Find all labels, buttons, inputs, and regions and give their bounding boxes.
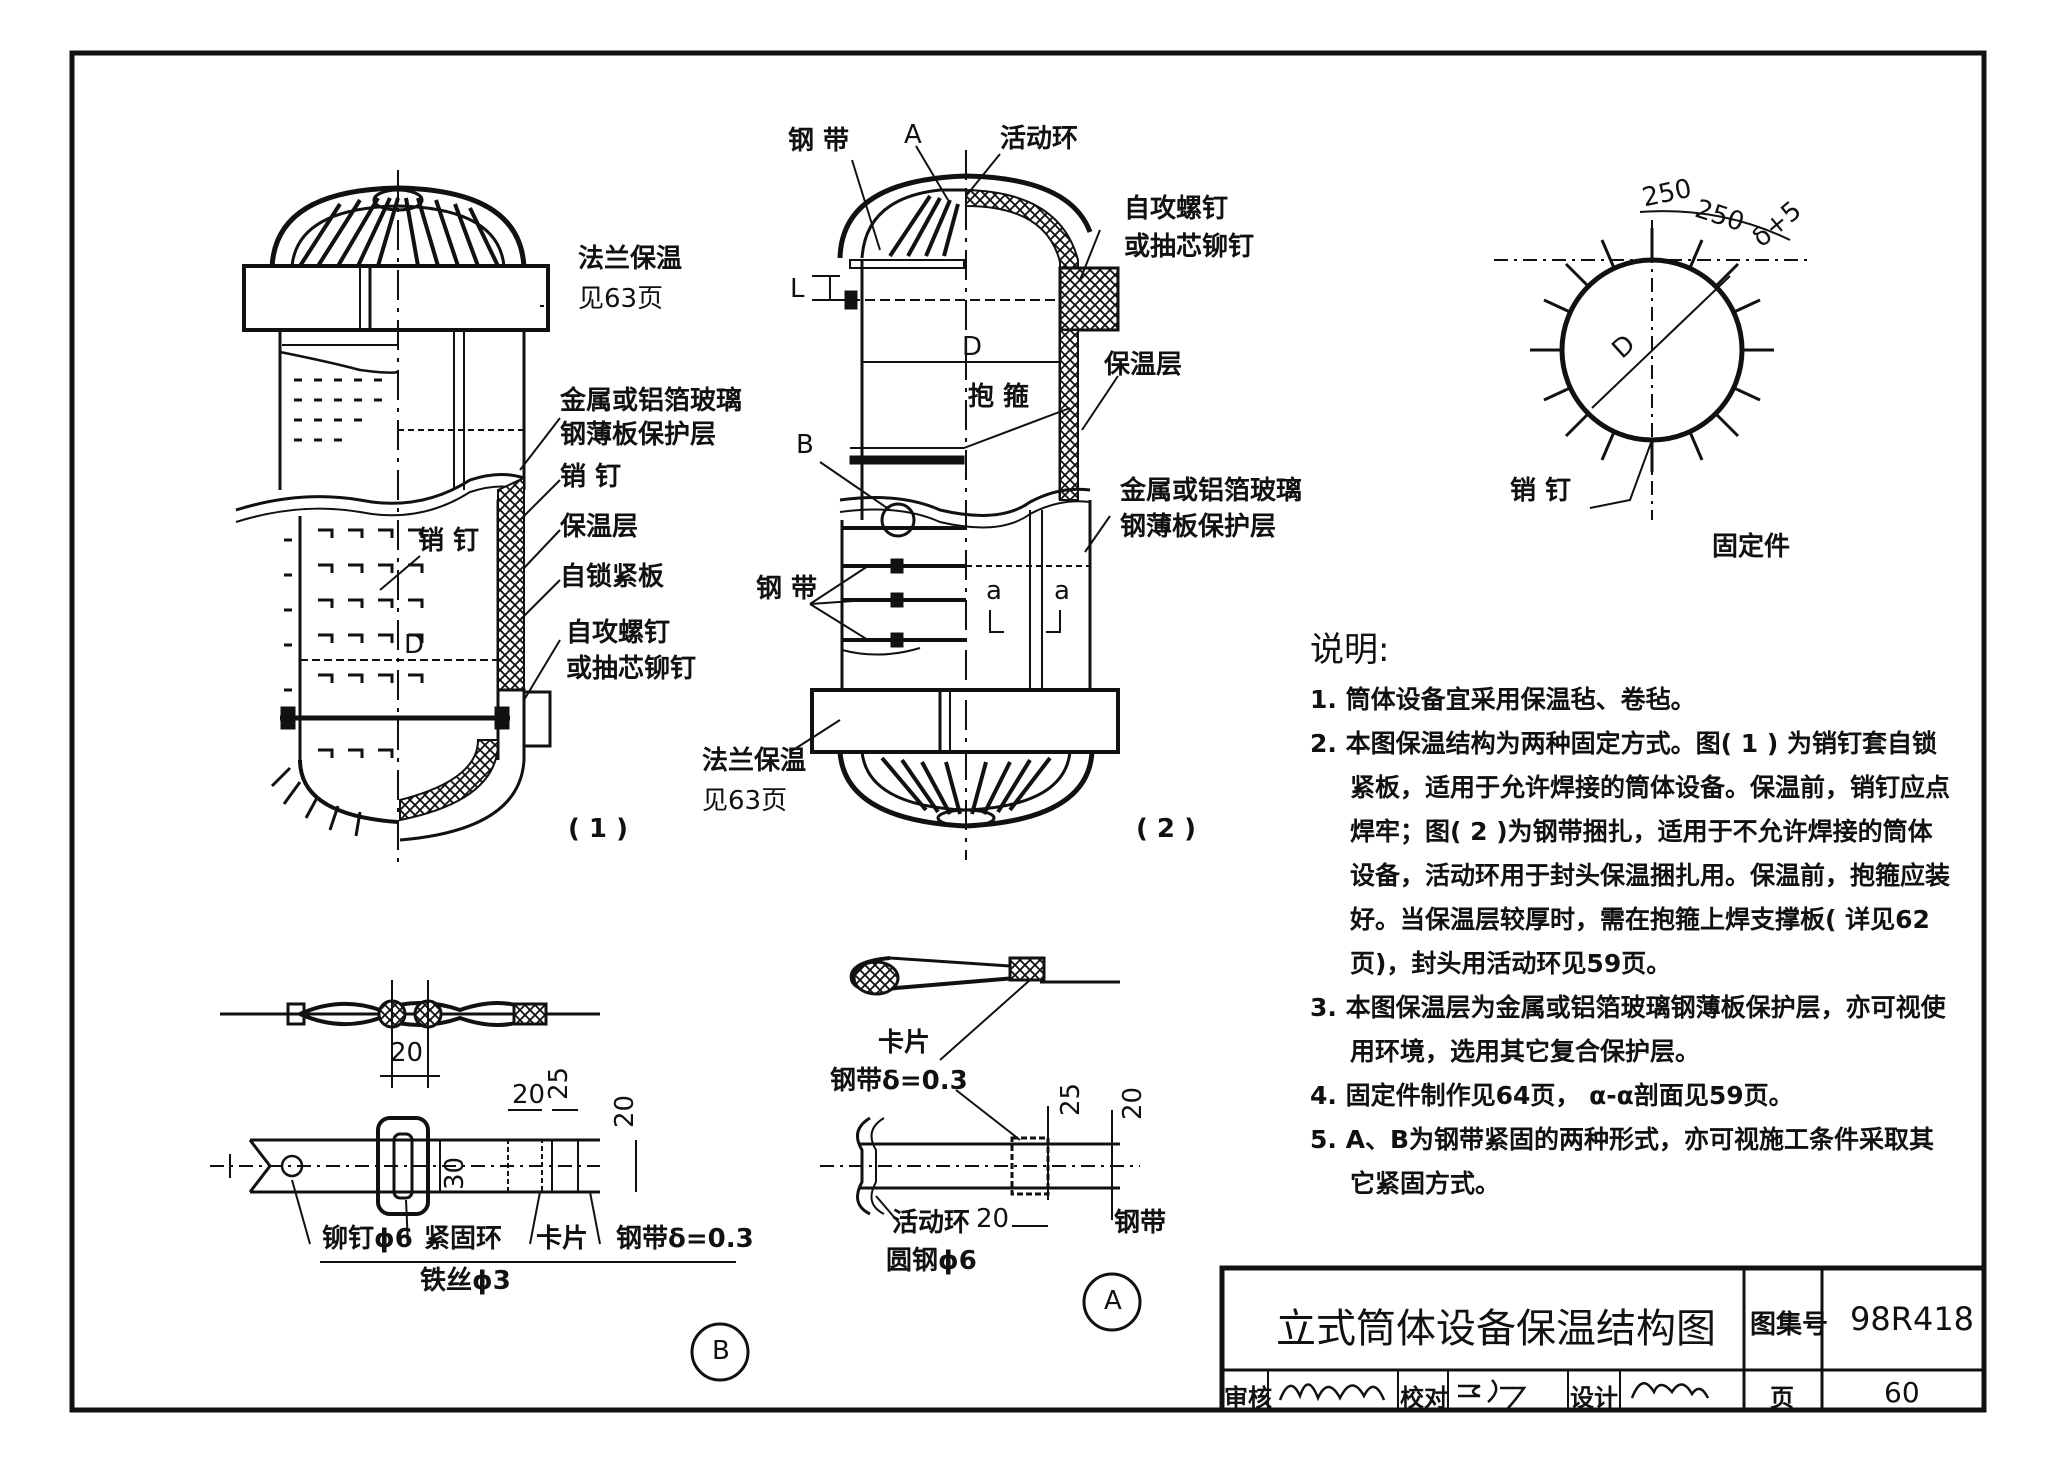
fig2-point-b: B (796, 430, 814, 460)
fig2-movable-ring: 活动环 (1000, 124, 1079, 154)
atlas-number: 98R418 (1850, 1300, 1975, 1338)
fig2-insulation-label: 保温层 (1104, 350, 1183, 380)
detail-a-round-steel: 圆钢ϕ6 (886, 1246, 977, 1276)
note-item: 3. 本图保温层为金属或铝箔玻璃钢薄板保护层，亦可视使用环境，选用其它复合保护层… (1310, 993, 1946, 1066)
fig2-dim-l: L (790, 274, 805, 304)
fig1-flange-label: 法兰保温 (578, 244, 683, 274)
detail-a-clip: 卡片 (878, 1028, 931, 1058)
title-block (1219, 1265, 1987, 1413)
fig2-point-a: A (904, 120, 922, 150)
fixture-ring (1494, 210, 1812, 520)
note-item: 2. 本图保温结构为两种固定方式。图( 1 ) 为销钉套自锁紧板，适用于允许焊接… (1310, 729, 1951, 978)
fig2-steel-band-top: 钢 带 (788, 126, 850, 156)
design-label: 设计 (1570, 1384, 1618, 1412)
detail-a-dim-20: 20 (976, 1204, 1010, 1234)
fig1-pin-label: 销 钉 (560, 462, 622, 492)
notes-heading: 说明: (1310, 630, 1390, 670)
fixture-pin-label: 销 钉 (1510, 476, 1572, 506)
fig1-sheath-label-2: 钢薄板保护层 (560, 420, 717, 450)
detail-b-dim-20-right: 20 (610, 1094, 640, 1128)
drawing-title: 立式筒体设备保温结构图 (1276, 1306, 1716, 1352)
detail-b-dim-25: 25 (544, 1066, 574, 1100)
fig1-screw-label-2: 或抽芯铆钉 (566, 654, 697, 684)
fig1-caption: ( 1 ) (568, 814, 628, 844)
fig2-caption: ( 2 ) (1136, 814, 1196, 844)
detail-a-band: 钢带δ=0.3 (830, 1066, 968, 1096)
fig2-steel-band-mid: 钢 带 (756, 574, 818, 604)
detail-b-marker: B (712, 1336, 730, 1366)
fig1-dim-d: D (404, 630, 425, 660)
detail-a-movable-ring: 活动环 (892, 1208, 971, 1238)
fig2-section-a2: a (1054, 576, 1070, 606)
detail-a-dim-25: 25 (1056, 1082, 1086, 1116)
note-item: 1. 筒体设备宜采用保温毡、卷毡。 (1310, 685, 1696, 714)
fig1-flange-ref: 见63页 (578, 284, 664, 314)
fig1-inner-pin-label: 销 钉 (418, 526, 480, 556)
fixture-caption: 固定件 (1712, 532, 1791, 562)
fig1-screw-label-1: 自攻螺钉 (566, 618, 671, 648)
detail-a (820, 956, 1142, 1332)
page-number: 60 (1884, 1376, 1920, 1409)
note-item: 5. A、B为钢带紧固的两种形式，亦可视施工条件采取其它紧固方式。 (1310, 1125, 1935, 1198)
checker-signature (1458, 1379, 1527, 1409)
fig1-insulation-label: 保温层 (560, 512, 639, 542)
detail-b-rivet: 铆钉ϕ6 (322, 1224, 413, 1254)
detail-b-tight-ring: 紧固环 (424, 1224, 503, 1254)
figure-1-pin-fixing (235, 170, 561, 865)
detail-b-clip: 卡片 (536, 1224, 589, 1254)
fig2-screw-label-2: 或抽芯铆钉 (1124, 232, 1255, 262)
notes-block: 说明: 1. 筒体设备宜采用保温毡、卷毡。 2. 本图保温结构为两种固定方式。图… (1310, 628, 1950, 1206)
detail-a-steel-band: 钢带 (1114, 1208, 1167, 1238)
note-item: 4. 固定件制作见64页， α-α剖面见59页。 (1310, 1081, 1794, 1110)
fig1-lock-plate-label: 自锁紧板 (560, 562, 665, 592)
review-label: 审核 (1224, 1384, 1272, 1412)
detail-a-marker: A (1104, 1286, 1122, 1316)
fig2-flange-ref: 见63页 (702, 786, 788, 816)
fig2-sheath-label-1: 金属或铝箔玻璃 (1120, 476, 1303, 506)
fig2-sheath-label-2: 钢薄板保护层 (1120, 512, 1277, 542)
reviewer-signature (1278, 1383, 1386, 1402)
detail-b-dim-30: 30 (440, 1156, 470, 1190)
detail-b (210, 980, 750, 1382)
fig2-screw-label-1: 自攻螺钉 (1124, 194, 1229, 224)
detail-b-dim-20: 20 (512, 1080, 546, 1110)
detail-b-dim-20-top: 20 (390, 1038, 424, 1068)
fig2-dim-d: D (962, 332, 983, 362)
page-label: 页 (1770, 1384, 1794, 1412)
check-label: 校对 (1400, 1384, 1448, 1412)
fig2-hoop-label: 抱 箍 (968, 382, 1030, 412)
figure-2-band-fixing (789, 145, 1120, 860)
designer-signature (1630, 1382, 1710, 1399)
detail-b-band: 钢带δ=0.3 (616, 1224, 754, 1254)
fig2-section-a1: a (986, 576, 1002, 606)
sheet-border (69, 50, 1987, 1413)
fig2-flange-label: 法兰保温 (702, 746, 807, 776)
detail-b-wire: 铁丝ϕ3 (420, 1266, 511, 1296)
atlas-label: 图集号 (1750, 1310, 1829, 1340)
detail-a-dim-20-right: 20 (1118, 1086, 1148, 1120)
fig1-sheath-label-1: 金属或铝箔玻璃 (560, 386, 743, 416)
